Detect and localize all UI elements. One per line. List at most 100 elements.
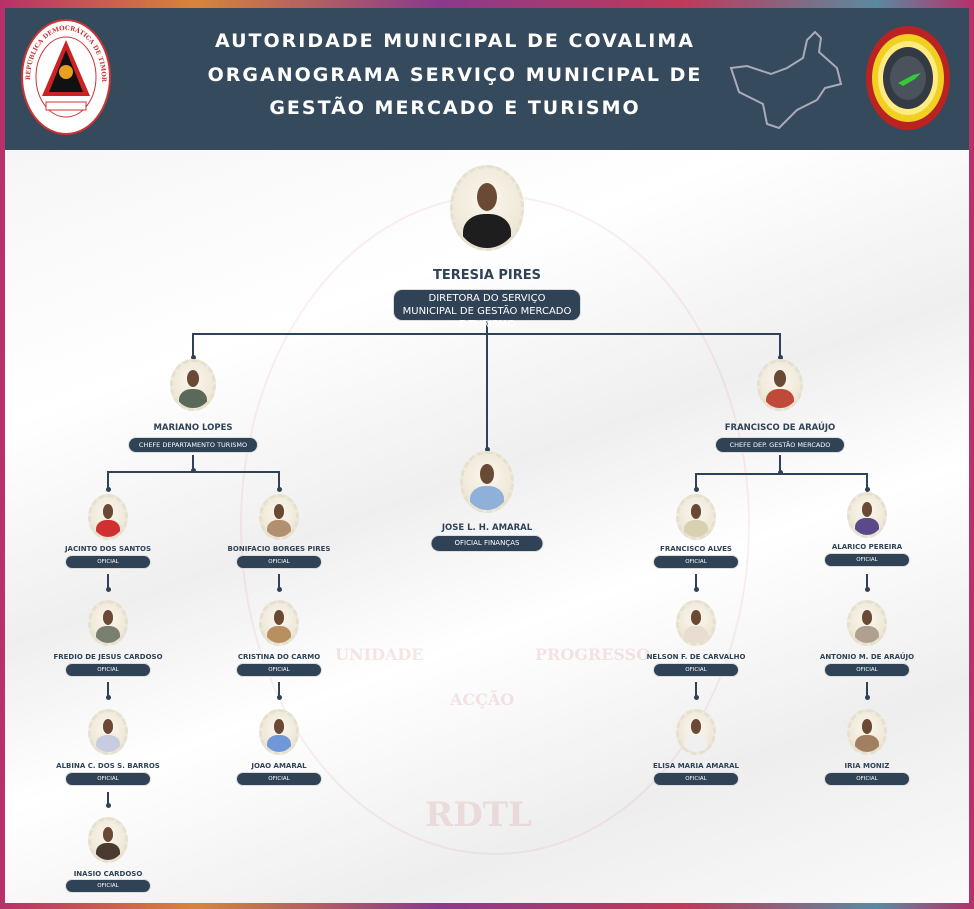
person-title-badge: OFICIAL: [825, 664, 909, 676]
shirt-silhouette: [179, 388, 207, 409]
connector-arrow-icon: [190, 355, 196, 360]
head-silhouette: [690, 610, 702, 625]
shirt-silhouette: [855, 518, 879, 535]
person-title-badge: OFICIAL: [66, 664, 150, 676]
person-title-badge: OFICIAL: [66, 880, 150, 892]
poster: REPÚBLICA DEMOCRÁTICA DE TIMOR-LESTE RDT…: [5, 8, 969, 903]
connector-line: [866, 682, 868, 698]
head-silhouette: [861, 502, 873, 517]
connector-arrow-icon: [276, 587, 282, 592]
connector-line: [192, 333, 194, 358]
person-name: BONIFACIO BORGES PIRES: [227, 545, 331, 553]
connector-arrow-icon: [864, 487, 870, 492]
person-name: ELISA MARIA AMARAL: [652, 762, 740, 770]
head-silhouette: [187, 369, 199, 387]
shirt-silhouette: [470, 486, 504, 511]
covalima-map-icon: [729, 30, 843, 130]
head-silhouette: [102, 827, 114, 842]
person-title-badge: OFICIAL: [825, 773, 909, 785]
shirt-silhouette: [96, 520, 120, 537]
shirt-silhouette: [684, 735, 708, 752]
person-title-badge: OFICIAL: [825, 554, 909, 566]
person-name: MARIANO LOPES: [153, 423, 233, 433]
shirt-silhouette: [96, 843, 120, 860]
connector-arrow-icon: [190, 468, 196, 473]
person-photo: [88, 494, 128, 540]
person-photo: [259, 600, 299, 646]
person-title-badge: DIRETORA DO SERVIÇO MUNICIPAL DE GESTÃO …: [394, 290, 580, 330]
connector-line: [695, 574, 697, 590]
person-photo: [450, 165, 524, 251]
shirt-silhouette: [684, 626, 708, 643]
connector-line: [278, 574, 280, 590]
person-name: CRISTINA DO CARMO: [237, 653, 321, 661]
head-silhouette: [690, 719, 702, 734]
person-photo: [88, 600, 128, 646]
shirt-silhouette: [267, 735, 291, 752]
head-silhouette: [774, 369, 786, 387]
head-silhouette: [690, 504, 702, 519]
person-photo: [847, 709, 887, 755]
connector-arrow-icon: [105, 803, 111, 808]
person-photo: [88, 709, 128, 755]
person-photo: [676, 709, 716, 755]
person-name: NELSON F. DE CARVALHO: [646, 653, 746, 661]
shirt-silhouette: [96, 626, 120, 643]
person-name: ALBINA C. DOS S. BARROS: [56, 762, 160, 770]
person-name: FRANCISCO ALVES: [660, 545, 732, 553]
person-name: JOSE L. H. AMARAL: [441, 523, 533, 533]
shirt-silhouette: [267, 520, 291, 537]
person-photo: [259, 709, 299, 755]
shirt-silhouette: [855, 626, 879, 643]
connector-line: [779, 333, 781, 358]
connector-line: [695, 473, 697, 490]
connector-line: [107, 574, 109, 590]
person-photo: [847, 492, 887, 538]
head-silhouette: [861, 610, 873, 625]
connector-line: [192, 455, 194, 471]
person-title-badge: CHEFE DEP. GESTÃO MERCADO: [716, 438, 844, 452]
person-title-badge: OFICIAL: [237, 664, 321, 676]
head-silhouette: [102, 610, 114, 625]
shirt-silhouette: [855, 735, 879, 752]
connector-arrow-icon: [693, 487, 699, 492]
title-line-3: GESTÃO MERCADO E TURISMO: [269, 97, 641, 119]
person-photo: [757, 358, 803, 412]
person-name: INASIO CARDOSO: [73, 870, 143, 878]
head-silhouette: [102, 504, 114, 519]
person-title-badge: OFICIAL: [66, 556, 150, 568]
connector-arrow-icon: [864, 587, 870, 592]
connector-arrow-icon: [276, 487, 282, 492]
person-title-badge: OFICIAL: [237, 773, 321, 785]
person-title-badge: OFICIAL: [654, 773, 738, 785]
title-line-2: ORGANOGRAMA SERVIÇO MUNICIPAL DE: [207, 64, 703, 86]
person-title-badge: OFICIAL FINANÇAS: [431, 536, 543, 551]
shirt-silhouette: [267, 626, 291, 643]
shirt-silhouette: [96, 735, 120, 752]
connector-line: [486, 320, 488, 450]
connector-line: [107, 792, 109, 806]
head-silhouette: [476, 182, 498, 212]
person-title-badge: OFICIAL: [654, 556, 738, 568]
person-name: TERESIA PIRES: [432, 268, 542, 283]
person-title-badge: OFICIAL: [654, 664, 738, 676]
person-title-badge: OFICIAL: [237, 556, 321, 568]
shirt-silhouette: [463, 214, 511, 248]
head-silhouette: [273, 610, 285, 625]
connector-line: [866, 473, 868, 490]
connector-arrow-icon: [693, 695, 699, 700]
connector-arrow-icon: [105, 587, 111, 592]
title-line-1: AUTORIDADE MUNICIPAL DE COVALIMA: [215, 30, 695, 52]
person-photo: [259, 494, 299, 540]
person-name: FREDIO DE JESUS CARDOSO: [53, 653, 163, 661]
person-name: FRANCISCO DE ARAÚJO: [724, 423, 836, 433]
connector-arrow-icon: [276, 695, 282, 700]
connector-arrow-icon: [105, 695, 111, 700]
connector-arrow-icon: [693, 587, 699, 592]
header-banner: REPÚBLICA DEMOCRÁTICA DE TIMOR-LESTE RDT…: [5, 8, 969, 150]
watermark-acronym: RDTL: [425, 795, 532, 835]
person-name: ANTONIO M. DE ARAÚJO: [819, 653, 915, 661]
person-name: JACINTO DOS SANTOS: [64, 545, 152, 553]
watermark-motto-3: PROGRESSO: [535, 645, 651, 664]
connector-arrow-icon: [777, 470, 783, 475]
